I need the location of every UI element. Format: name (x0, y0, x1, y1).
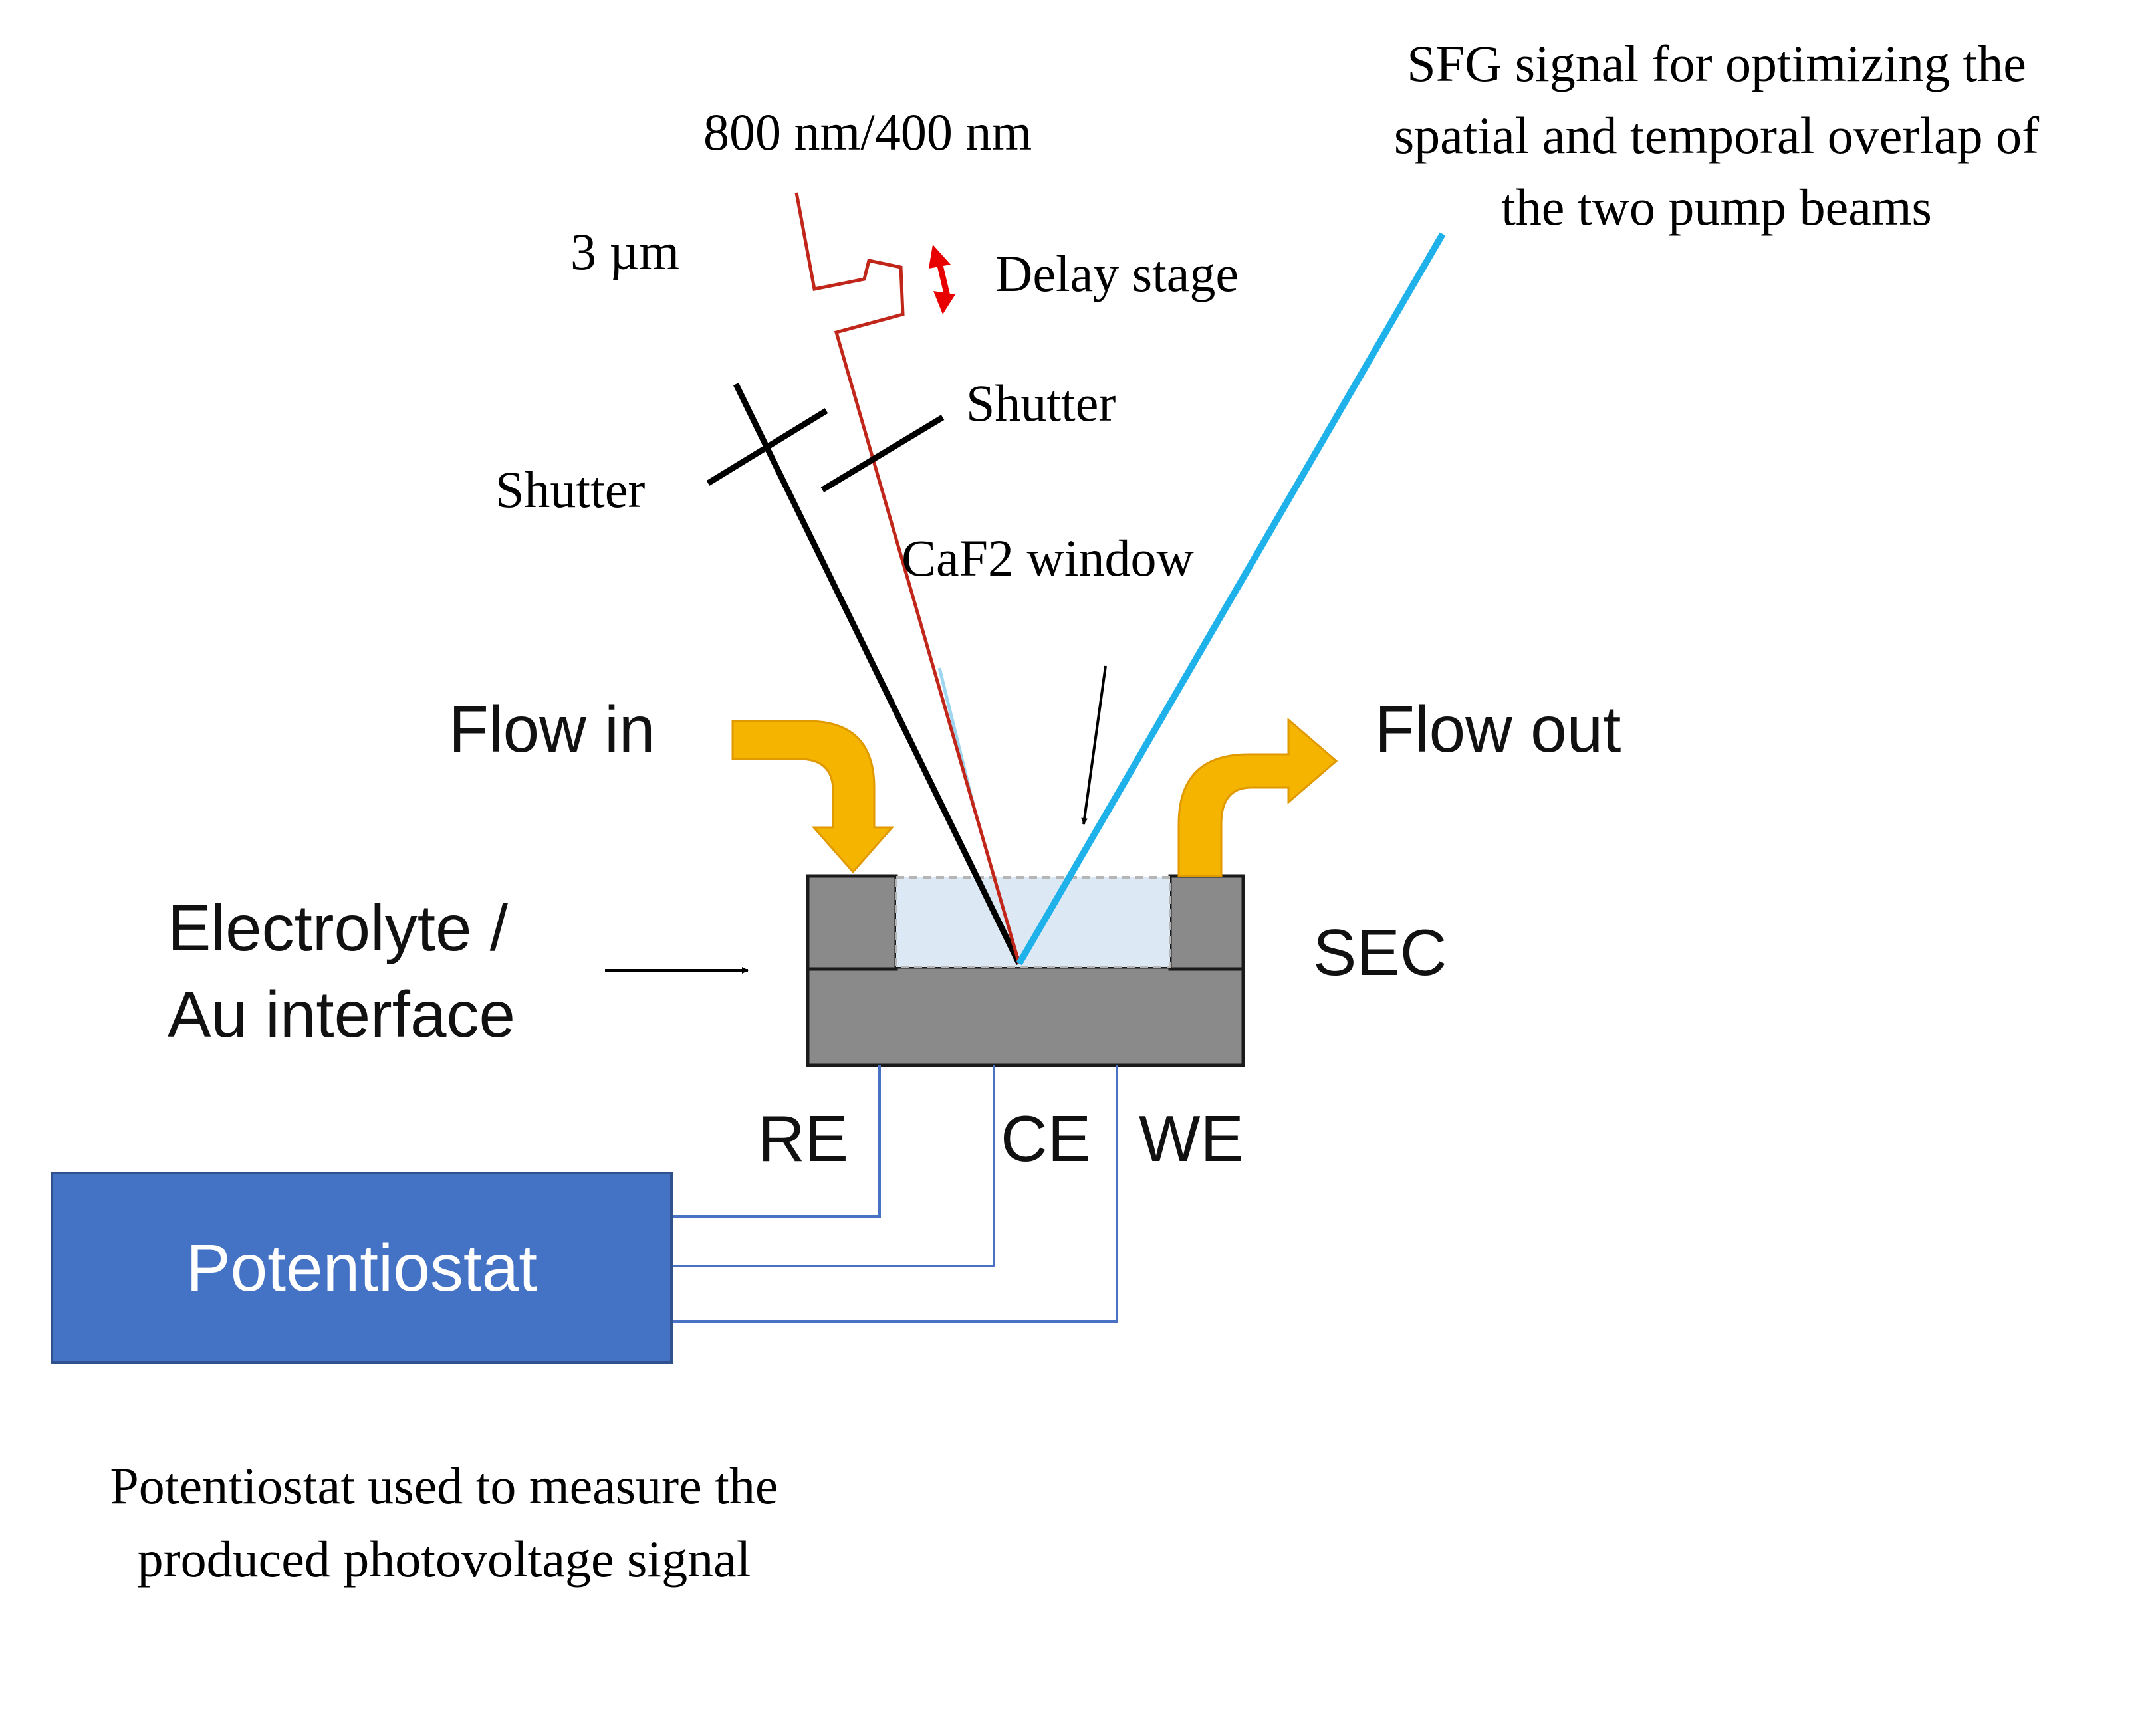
potentiostat: Potentiostat (51, 1172, 673, 1364)
shutter-left-label: Shutter (495, 461, 645, 518)
caf2-window-arrow-icon (1081, 665, 1107, 825)
electrode-wires (671, 1065, 1118, 1323)
ce-wire (671, 1065, 995, 1267)
potentiostat-box (51, 1172, 673, 1364)
shutter-right-label: Shutter (966, 374, 1116, 432)
sfg-label-line-1: SFG signal for optimizing the (1407, 35, 2026, 92)
sfg-label-line-2: spatial and temporal overlap of (1394, 106, 2039, 164)
delay-stage-arrow-icon (929, 245, 955, 314)
delay-stage-label: Delay stage (995, 245, 1239, 302)
caf2-window-label: CaF2 window (901, 529, 1194, 587)
flow-out-label: Flow out (1375, 693, 1621, 766)
cell-right-wall (1168, 874, 1245, 971)
re-wire (671, 1065, 881, 1218)
cell-base (806, 965, 1245, 1067)
potentiostat-label: Potentiostat (186, 1231, 537, 1305)
flow-in-label: Flow in (449, 693, 655, 766)
flow-out-arrow-icon (1177, 717, 1338, 877)
sfg-signal-label: SFG signal for optimizing the spatial an… (1394, 35, 2039, 236)
caption-line-2: produced photovoltage signal (138, 1530, 751, 1588)
flow-in-arrow-icon (731, 720, 895, 874)
ce-electrode-label: CE (1001, 1102, 1091, 1175)
ir-beam (733, 383, 1022, 965)
sfg-beam (1016, 232, 1446, 966)
pump-beam (794, 192, 1021, 964)
right-shutter (820, 415, 945, 492)
we-wire (671, 1065, 1118, 1323)
interface-label-line-1: Electrolyte / (168, 891, 509, 964)
electrolyte-region (895, 876, 1171, 968)
interface-label-line-2: Au interface (168, 978, 515, 1051)
ir-wavelength-label: 3 µm (570, 223, 679, 280)
pump-wavelength-label: 800 nm/400 nm (703, 103, 1032, 161)
caption-line-1: Potentiostat used to measure the (110, 1457, 778, 1515)
spectroelectrochemical-cell (806, 874, 1245, 1067)
left-shutter (706, 408, 828, 486)
re-electrode-label: RE (758, 1102, 848, 1175)
potentiostat-caption: Potentiostat used to measure the produce… (110, 1457, 778, 1588)
we-electrode-label: WE (1139, 1102, 1244, 1175)
cell-label: SEC (1313, 916, 1447, 989)
sfg-label-line-3: the two pump beams (1501, 178, 1932, 236)
cell-left-wall (806, 874, 898, 971)
